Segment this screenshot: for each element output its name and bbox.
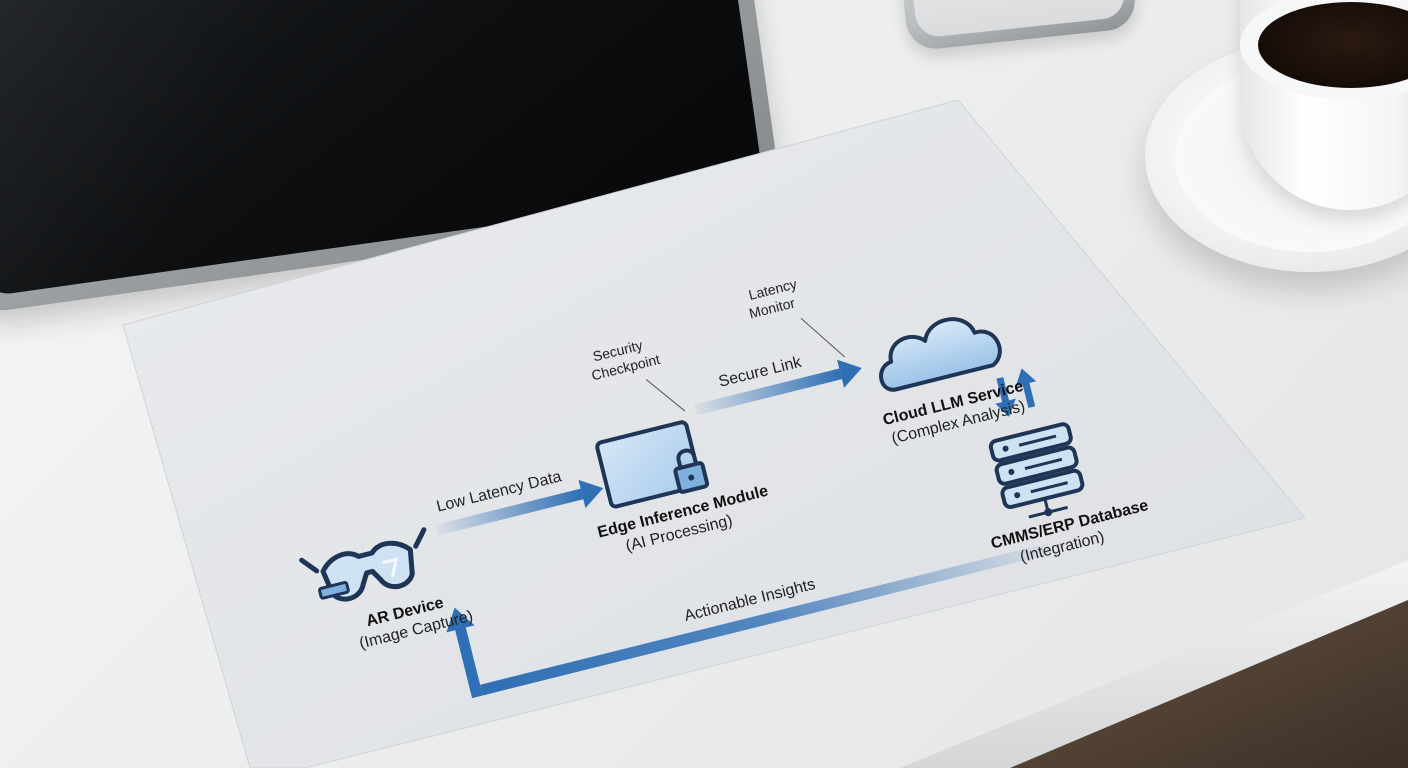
coffee [1258, 2, 1408, 88]
